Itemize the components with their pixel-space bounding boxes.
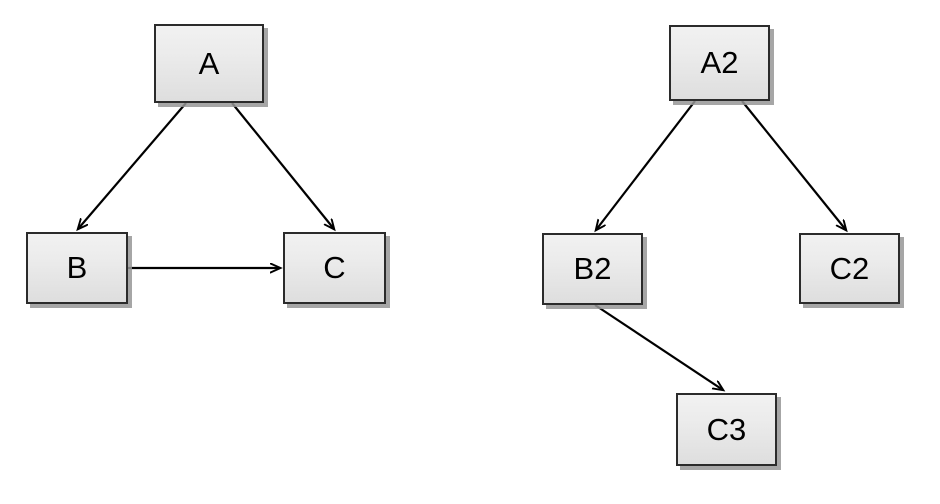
node-a[interactable]: A xyxy=(154,24,264,103)
node-c2[interactable]: C2 xyxy=(799,233,900,304)
node-b-label: B xyxy=(66,250,88,285)
edge-b2-c3 xyxy=(594,304,723,390)
node-c2-label: C2 xyxy=(829,250,870,286)
node-c3[interactable]: C3 xyxy=(676,393,777,466)
node-a2-label: A2 xyxy=(700,45,739,80)
node-c-label: C xyxy=(323,250,346,285)
node-b[interactable]: B xyxy=(26,232,128,304)
node-a-label: A xyxy=(198,45,220,81)
node-c3-label: C3 xyxy=(706,411,747,447)
edges-group xyxy=(78,100,846,390)
edge-a2-b2 xyxy=(596,100,696,230)
node-b2[interactable]: B2 xyxy=(542,233,643,305)
edge-a-b xyxy=(78,102,187,229)
node-a2[interactable]: A2 xyxy=(669,25,770,101)
edge-a2-c2 xyxy=(741,100,846,230)
node-b2-label: B2 xyxy=(573,251,612,286)
node-c[interactable]: C xyxy=(283,232,386,304)
edge-a-c xyxy=(231,102,334,229)
